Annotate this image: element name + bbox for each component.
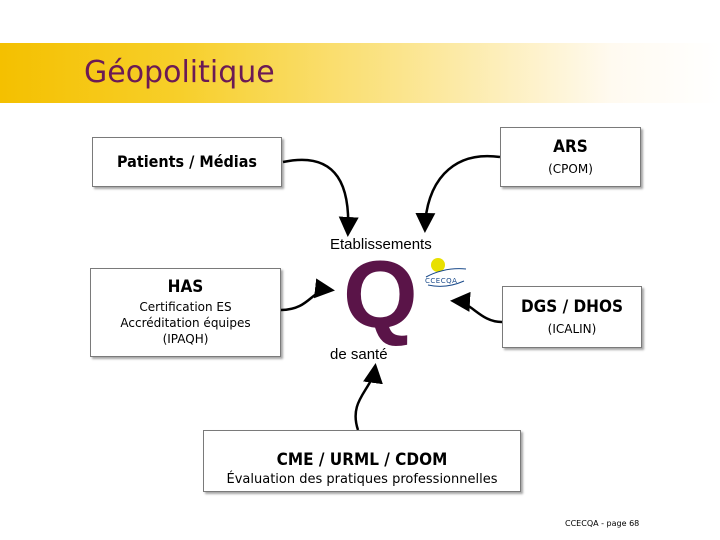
ccecqa-logo: [425, 258, 467, 287]
center-q-letter: Q: [343, 241, 418, 348]
cme-urml-cdom-subtitle: Évaluation des pratiques professionnelle…: [226, 472, 498, 487]
has-line-2: Accréditation équipes: [120, 316, 251, 330]
has-details: Certification ES Accréditation équipes (…: [91, 299, 280, 347]
ars-box: ARS (CPOM): [500, 127, 641, 187]
center-label-top: Etablissements: [330, 236, 432, 253]
patients-medias-box: Patients / Médias: [92, 137, 282, 187]
footer-page-number: CCECQA - page 68: [565, 519, 640, 528]
ccecqa-logo-text: CCECQA: [425, 277, 458, 285]
has-line-1: Certification ES: [139, 300, 232, 314]
dgs-dhos-label: DGS / DHOS: [520, 297, 623, 317]
cme-urml-cdom-label: CME / URML / CDOM: [276, 450, 448, 470]
dgs-dhos-subtitle: (ICALIN): [547, 322, 597, 336]
connector-patients: [282, 158, 359, 237]
title-band: [0, 43, 720, 103]
center-label-bottom: de santé: [330, 346, 388, 363]
connector-ars: [415, 154, 501, 233]
has-box: HAS Certification ES Accréditation équip…: [90, 268, 281, 357]
connector-has: [280, 278, 335, 312]
patients-medias-label: Patients / Médias: [117, 152, 257, 171]
ars-subtitle: (CPOM): [548, 162, 593, 176]
ars-label: ARS: [553, 137, 588, 157]
has-line-3: (IPAQH): [162, 332, 209, 346]
has-label: HAS: [167, 277, 204, 297]
connector-dgs: [450, 291, 503, 324]
cme-urml-cdom-box: CME / URML / CDOM Évaluation des pratiqu…: [203, 430, 521, 492]
page-title: Géopolitique: [84, 55, 275, 90]
connector-cme: [354, 363, 383, 431]
dgs-dhos-box: DGS / DHOS (ICALIN): [502, 286, 642, 348]
